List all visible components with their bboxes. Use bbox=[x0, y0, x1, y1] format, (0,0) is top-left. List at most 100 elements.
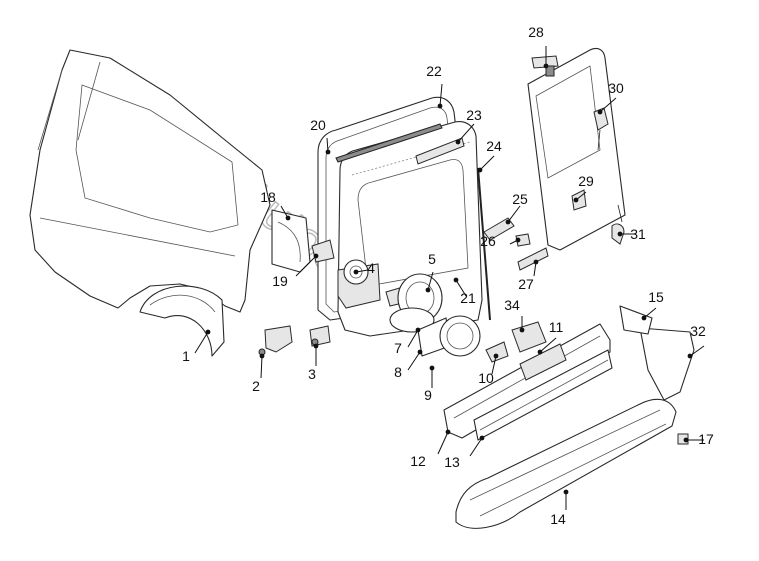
upper-hinge bbox=[531, 55, 559, 77]
callout-17: 17 bbox=[683, 431, 714, 447]
callout-label-25: 25 bbox=[512, 191, 528, 207]
callout-label-20: 20 bbox=[310, 117, 326, 133]
callout-dot-22 bbox=[437, 103, 443, 109]
callout-dot-3 bbox=[313, 343, 319, 349]
bumper-reinforcement-front bbox=[473, 349, 613, 441]
callout-18: 18 bbox=[260, 189, 291, 221]
callout-label-26: 26 bbox=[480, 233, 496, 249]
callout-8: 8 bbox=[394, 349, 423, 380]
brake-light bbox=[415, 137, 465, 165]
bumper-bracket bbox=[519, 343, 567, 381]
callout-30: 30 bbox=[597, 80, 624, 115]
callout-label-8: 8 bbox=[394, 364, 402, 380]
callout-leader-7 bbox=[407, 329, 419, 348]
callout-label-34: 34 bbox=[504, 297, 520, 313]
callout-dot-24 bbox=[477, 167, 483, 173]
callout-dot-11 bbox=[537, 349, 543, 355]
callout-34: 34 bbox=[504, 297, 525, 333]
callout-22: 22 bbox=[426, 63, 443, 109]
bumper-mount bbox=[511, 321, 547, 353]
callout-label-18: 18 bbox=[260, 189, 276, 205]
callout-label-32: 32 bbox=[690, 323, 706, 339]
callout-dot-32 bbox=[687, 353, 693, 359]
callout-leader-8 bbox=[407, 351, 421, 371]
callout-leader-22 bbox=[439, 83, 443, 107]
callout-29: 29 bbox=[573, 173, 594, 203]
callout-dot-27 bbox=[533, 259, 539, 265]
callout-leader-21 bbox=[455, 279, 467, 297]
callout-dot-34 bbox=[519, 327, 525, 333]
right-rear-door bbox=[527, 47, 626, 251]
handle-seal bbox=[389, 307, 435, 333]
callout-label-31: 31 bbox=[630, 226, 646, 242]
callout-leader-23 bbox=[457, 123, 475, 143]
bolt bbox=[515, 233, 531, 247]
callout-leader-12 bbox=[437, 431, 449, 455]
callout-dot-19 bbox=[313, 253, 319, 259]
door-handle-rod bbox=[593, 107, 609, 151]
callout-label-15: 15 bbox=[648, 289, 664, 305]
callout-2: 2 bbox=[252, 353, 265, 394]
callout-leader-24 bbox=[479, 155, 495, 171]
callout-4: 4 bbox=[353, 260, 375, 276]
callout-dot-30 bbox=[597, 109, 603, 115]
bracket-clip bbox=[485, 341, 509, 363]
callout-10: 10 bbox=[478, 353, 499, 386]
callout-label-24: 24 bbox=[486, 138, 502, 154]
callout-dot-15 bbox=[641, 315, 647, 321]
callout-21: 21 bbox=[453, 277, 476, 306]
callout-label-28: 28 bbox=[528, 24, 544, 40]
callout-dot-20 bbox=[325, 149, 331, 155]
side-seal bbox=[477, 167, 491, 321]
ring-seal bbox=[439, 315, 481, 357]
callout-27: 27 bbox=[518, 259, 539, 292]
callout-dot-31 bbox=[617, 231, 623, 237]
callout-label-19: 19 bbox=[272, 273, 288, 289]
callout-dot-28 bbox=[543, 63, 549, 69]
callout-24: 24 bbox=[477, 138, 502, 173]
callout-5: 5 bbox=[425, 251, 436, 293]
hinge-plate bbox=[271, 209, 311, 273]
callout-14: 14 bbox=[550, 489, 569, 527]
callout-dot-9 bbox=[429, 365, 435, 371]
bumper-end-cap bbox=[639, 327, 695, 401]
callout-dot-7 bbox=[415, 327, 421, 333]
callout-11: 11 bbox=[537, 319, 563, 355]
callout-dot-1 bbox=[205, 329, 211, 335]
callout-15: 15 bbox=[641, 289, 664, 321]
bumper-cover bbox=[455, 398, 677, 529]
callout-3: 3 bbox=[308, 343, 319, 382]
callout-dot-25 bbox=[505, 219, 511, 225]
callout-26: 26 bbox=[480, 233, 521, 249]
callout-13: 13 bbox=[444, 435, 485, 470]
callout-label-3: 3 bbox=[308, 366, 316, 382]
callout-label-2: 2 bbox=[252, 378, 260, 394]
callout-label-4: 4 bbox=[367, 260, 375, 276]
callout-1: 1 bbox=[182, 329, 211, 364]
callout-label-1: 1 bbox=[182, 348, 190, 364]
callout-dot-18 bbox=[285, 215, 291, 221]
callout-label-21: 21 bbox=[460, 290, 476, 306]
callout-label-9: 9 bbox=[424, 387, 432, 403]
callout-dot-5 bbox=[425, 287, 431, 293]
callout-31: 31 bbox=[617, 226, 646, 242]
callout-20: 20 bbox=[310, 117, 331, 155]
callout-leader-30 bbox=[599, 97, 617, 113]
callout-leader-10 bbox=[491, 355, 497, 375]
callout-23: 23 bbox=[455, 107, 482, 145]
callout-leader-11 bbox=[539, 337, 557, 353]
callout-dot-12 bbox=[445, 429, 451, 435]
callout-dot-26 bbox=[515, 237, 521, 243]
callout-label-29: 29 bbox=[578, 173, 594, 189]
check-strap bbox=[517, 247, 549, 271]
callout-dot-21 bbox=[453, 277, 459, 283]
callout-label-27: 27 bbox=[518, 276, 534, 292]
wheel-arch-liner bbox=[139, 285, 225, 357]
callout-label-17: 17 bbox=[698, 431, 714, 447]
upper-seal bbox=[335, 123, 443, 163]
callout-label-5: 5 bbox=[428, 251, 436, 267]
callout-12: 12 bbox=[410, 429, 451, 469]
callout-leader-5 bbox=[427, 271, 434, 291]
